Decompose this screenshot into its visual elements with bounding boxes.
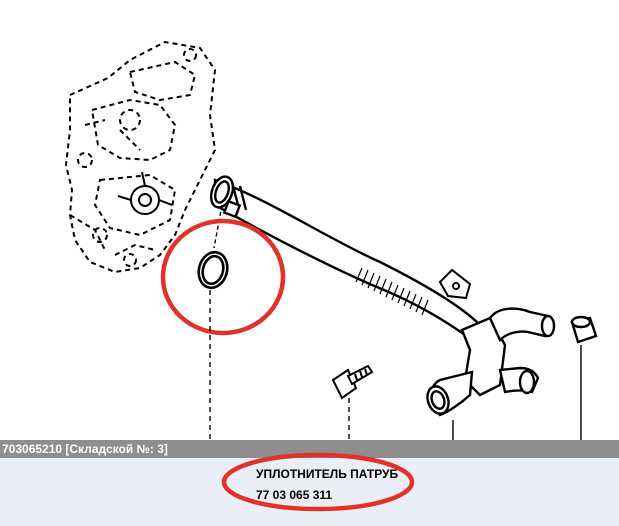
catalog-bar: 703065210 [Складской №: 3] bbox=[0, 440, 619, 458]
part-name: УПЛОТНИТЕЛЬ ПАТРУБ bbox=[256, 467, 399, 481]
catalog-reference: 703065210 [Складской №: 3] bbox=[2, 442, 168, 456]
engine-block bbox=[64, 40, 217, 274]
pipe-corrugation bbox=[355, 267, 429, 316]
part-info-highlight-circle bbox=[221, 452, 415, 512]
coolant-pipe bbox=[209, 175, 482, 342]
pipe-bracket bbox=[438, 268, 472, 300]
part-number: 77 03 065 311 bbox=[256, 488, 333, 502]
water-pump bbox=[117, 171, 173, 215]
pipe-connector bbox=[426, 307, 556, 417]
callout-lines bbox=[209, 290, 582, 440]
seal-leader-dashed bbox=[213, 204, 223, 249]
seal-highlight-circle bbox=[160, 218, 286, 336]
o-ring-seal bbox=[197, 250, 229, 290]
part-info-panel: УПЛОТНИТЕЛЬ ПАТРУБ 77 03 065 311 bbox=[0, 458, 619, 526]
parts-diagram bbox=[64, 40, 598, 440]
pipe-plug bbox=[570, 315, 598, 344]
bolt bbox=[331, 364, 374, 400]
